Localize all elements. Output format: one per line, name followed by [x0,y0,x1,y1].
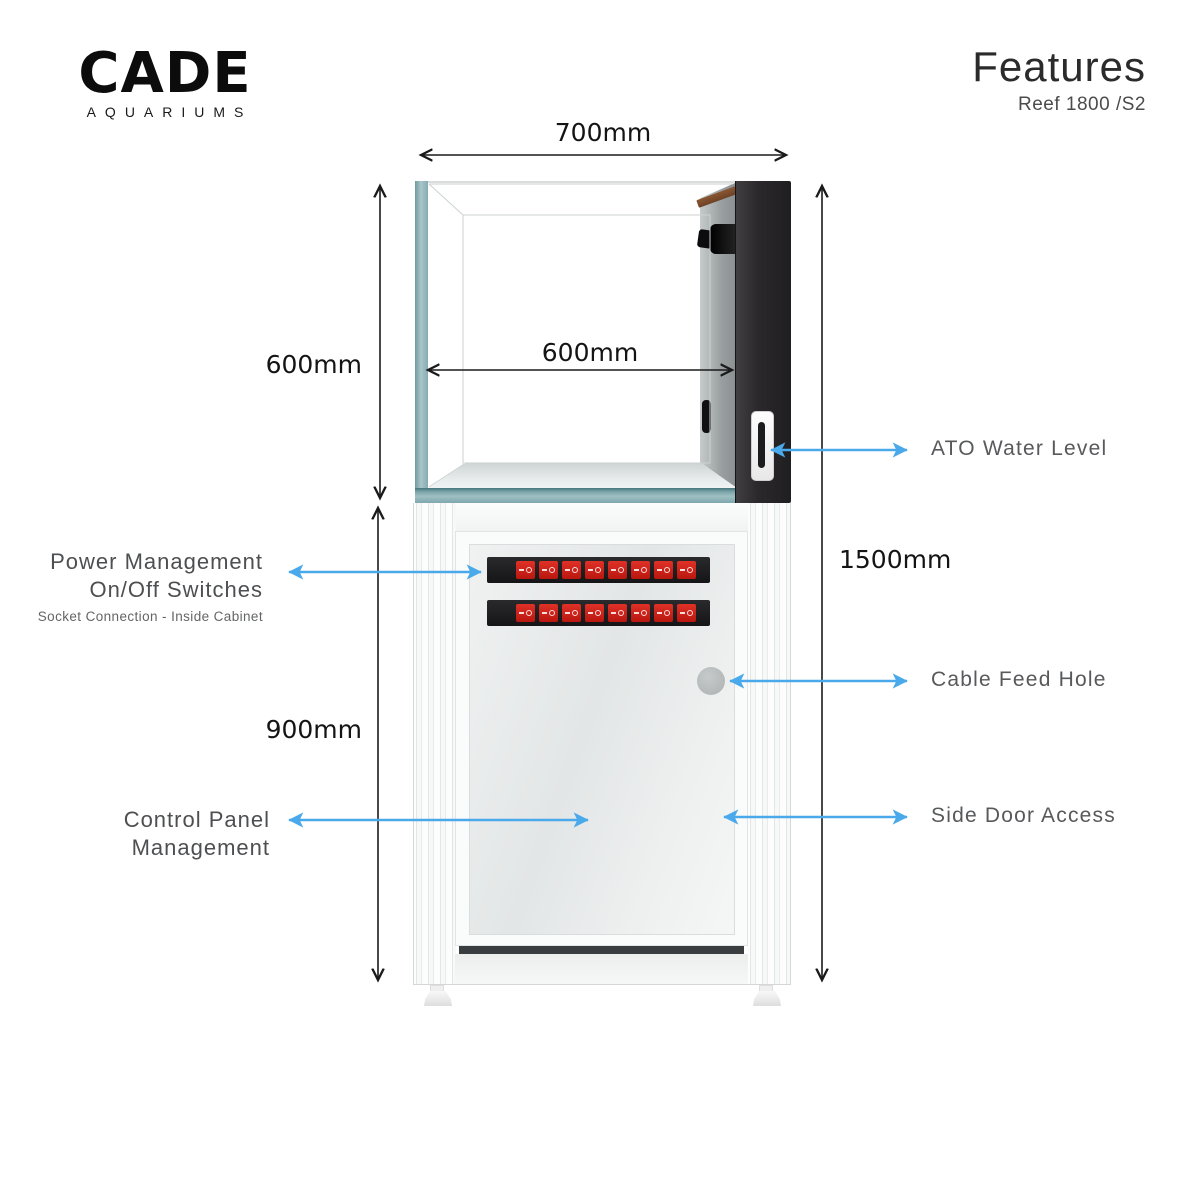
callout-control-line2: Management [131,835,270,860]
brand-logo-text: CADE [78,41,252,106]
tank-corner-line [428,463,465,488]
callout-power-note: Socket Connection - Inside Cabinet [37,609,263,624]
callout-power-management: Power Management On/Off Switches Socket … [20,548,263,624]
cabinet-left-pillar [413,503,456,985]
overflow-slot [702,400,711,433]
rocker-switch [631,561,650,579]
rocker-switch [562,604,581,622]
cabinet-bottom-edge [413,984,790,985]
rocker-switch [608,604,627,622]
dim-label-total-height: 1500mm [839,545,952,574]
cabinet-foot [753,991,781,1006]
rocker-switch [585,561,604,579]
callout-power-line2: On/Off Switches [89,577,263,602]
dim-label-cabinet-height: 900mm [265,715,362,744]
rocker-switch [516,604,535,622]
rocker-switch [608,561,627,579]
callout-control-panel: Control Panel Management [60,806,270,862]
tank-top-rim [415,181,737,183]
tank-base-glass [415,488,748,503]
ato-level-slot [758,422,765,468]
rocker-switch [585,604,604,622]
power-switch-strip [487,557,710,583]
rocker-switch [562,561,581,579]
page-title: Features [972,43,1146,90]
brand-logo-tagline: AQUARIUMS [86,104,253,120]
cabinet-kick-panel [455,954,748,985]
rocker-switch [677,604,696,622]
callout-control-line1: Control Panel [123,807,270,832]
callout-cable-feed-hole: Cable Feed Hole [931,668,1107,691]
tank-back-wall [462,214,711,464]
tank-left-glass [415,181,428,503]
callout-ato-water-level: ATO Water Level [931,437,1108,460]
rocker-switch [631,604,650,622]
cabinet-door-gap [459,946,744,954]
cabinet-right-pillar [748,503,791,985]
callout-side-door-access: Side Door Access [931,804,1116,827]
brand-logo: CADE AQUARIUMS [55,41,275,121]
rocker-switch [677,561,696,579]
cabinet-foot [424,991,452,1006]
power-switch-strip [487,600,710,626]
callout-power-line1: Power Management [50,549,263,574]
dim-label-top-width: 700mm [554,118,652,147]
dim-label-tank-height: 600mm [265,350,362,379]
dim-label-inner-width: 600mm [541,338,639,367]
cable-feed-hole [697,667,725,695]
rocker-switch [654,561,673,579]
tank-corner-line [428,183,464,216]
rocker-switch [516,561,535,579]
page-subtitle: Reef 1800 /S2 [1018,94,1146,115]
tank-floor [429,463,737,488]
rocker-switch [539,604,558,622]
rocker-switch [539,561,558,579]
rocker-switch [654,604,673,622]
page-title-block: Features Reef 1800 /S2 [972,44,1146,116]
